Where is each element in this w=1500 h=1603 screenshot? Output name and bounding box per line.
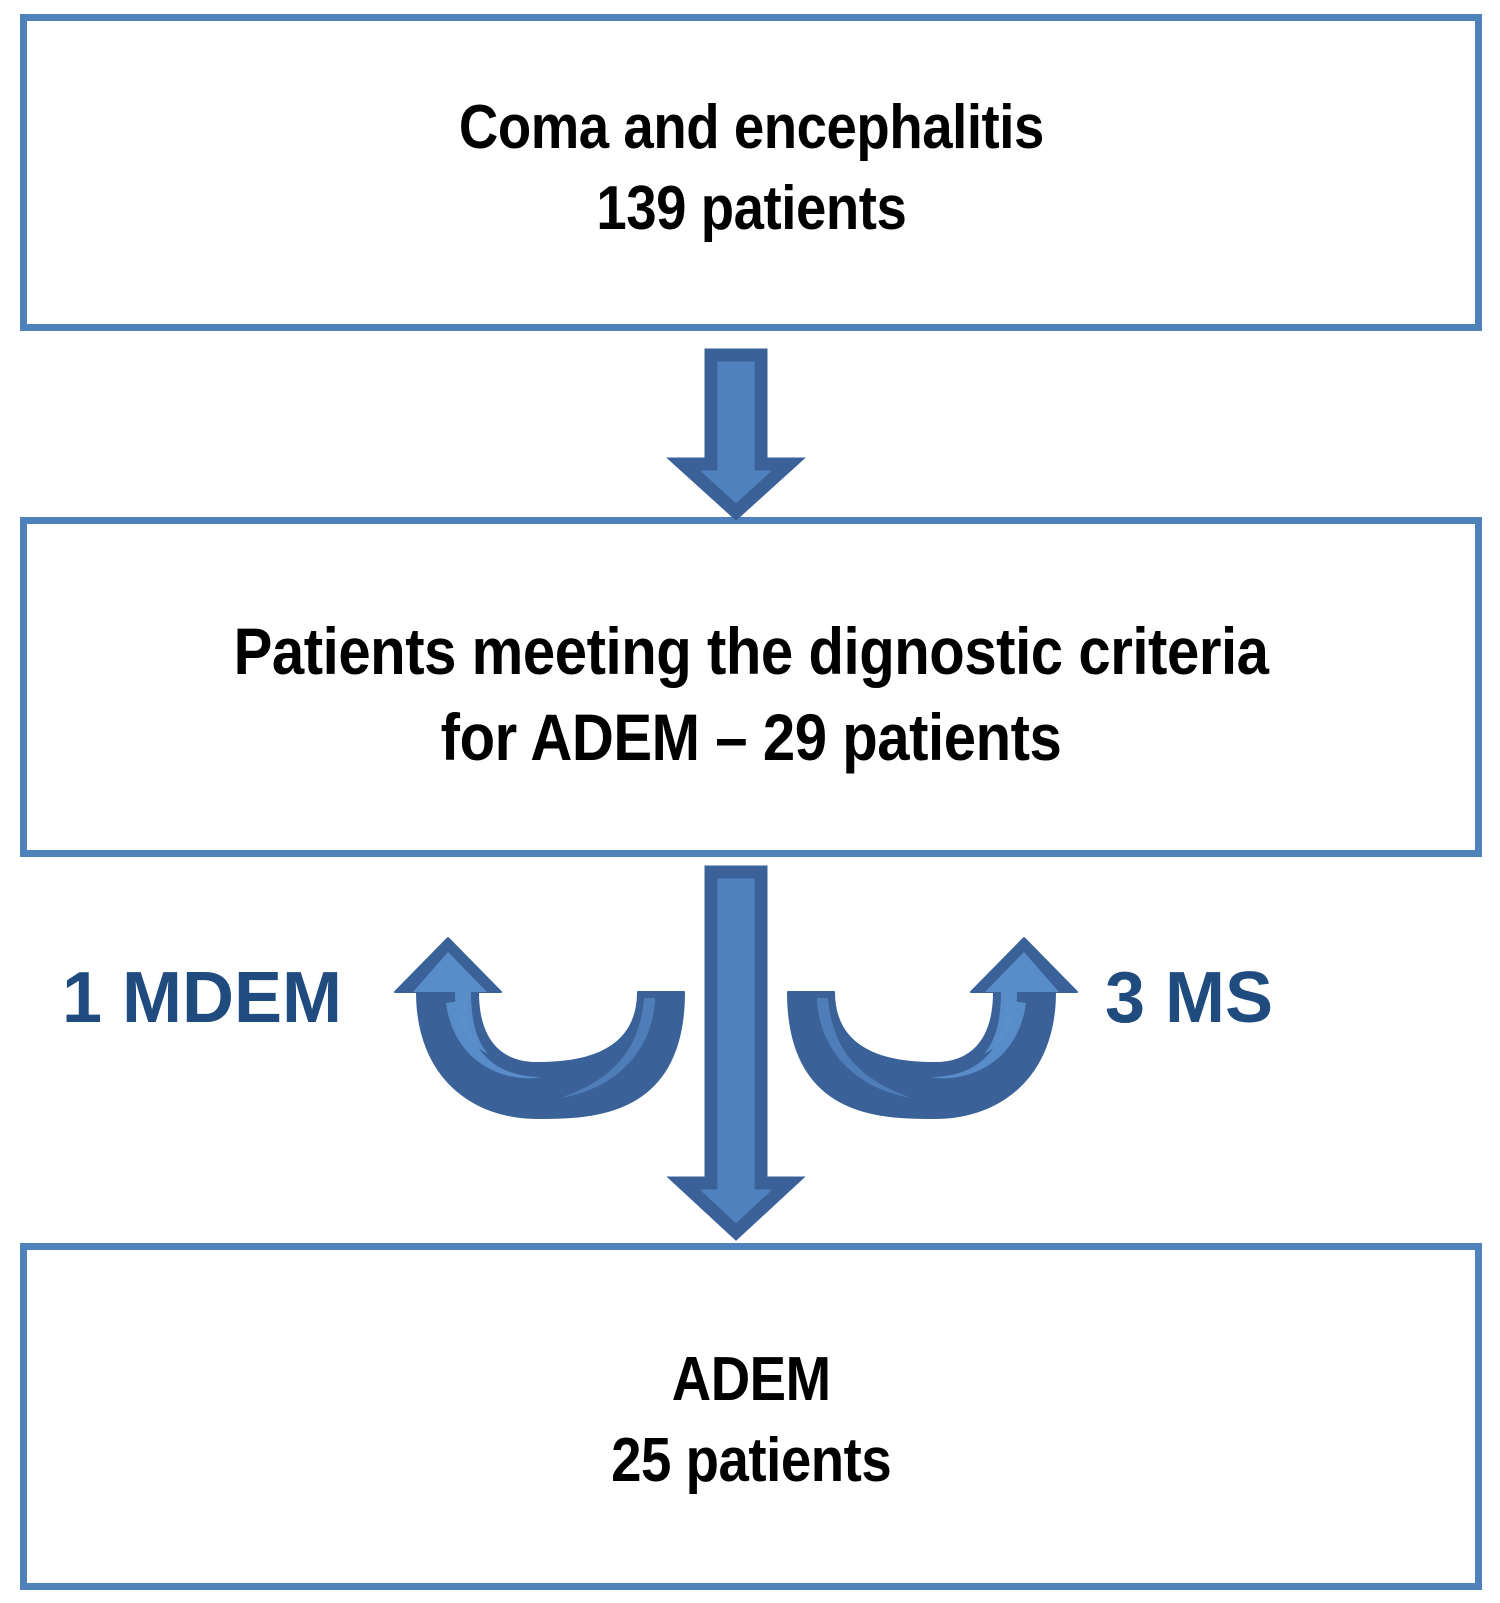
arrow-criteria-to-adem-icon — [666, 865, 806, 1241]
box-criteria-line-2: for ADEM – 29 patients — [440, 700, 1062, 774]
box-coma-line-2: 139 patients — [595, 173, 907, 243]
arrow-exclude-right-icon — [787, 937, 1078, 1119]
box-text-stack: ADEM 25 patients — [592, 1340, 910, 1501]
arrow-coma-to-criteria-icon — [666, 348, 806, 521]
box-coma-line-1: Coma and encephalitis — [458, 92, 1044, 162]
flow-box-diagnostic-criteria: Patients meeting the dignostic criteria … — [20, 517, 1482, 857]
exclusion-label-ms: 3 MS — [1105, 958, 1274, 1038]
box-text-stack: Coma and encephalitis 139 patients — [419, 88, 1084, 249]
box-text-stack: Patients meeting the dignostic criteria … — [163, 609, 1339, 781]
box-adem-line-1: ADEM — [671, 1344, 831, 1414]
box-criteria-line-1: Patients meeting the dignostic criteria — [233, 614, 1269, 689]
flow-box-coma-encephalitis: Coma and encephalitis 139 patients — [20, 14, 1482, 331]
box-adem-line-2: 25 patients — [610, 1425, 892, 1495]
flow-box-adem: ADEM 25 patients — [20, 1243, 1482, 1590]
arrow-exclude-left-icon — [394, 937, 685, 1119]
exclusion-label-mdem: 1 MDEM — [62, 958, 343, 1038]
